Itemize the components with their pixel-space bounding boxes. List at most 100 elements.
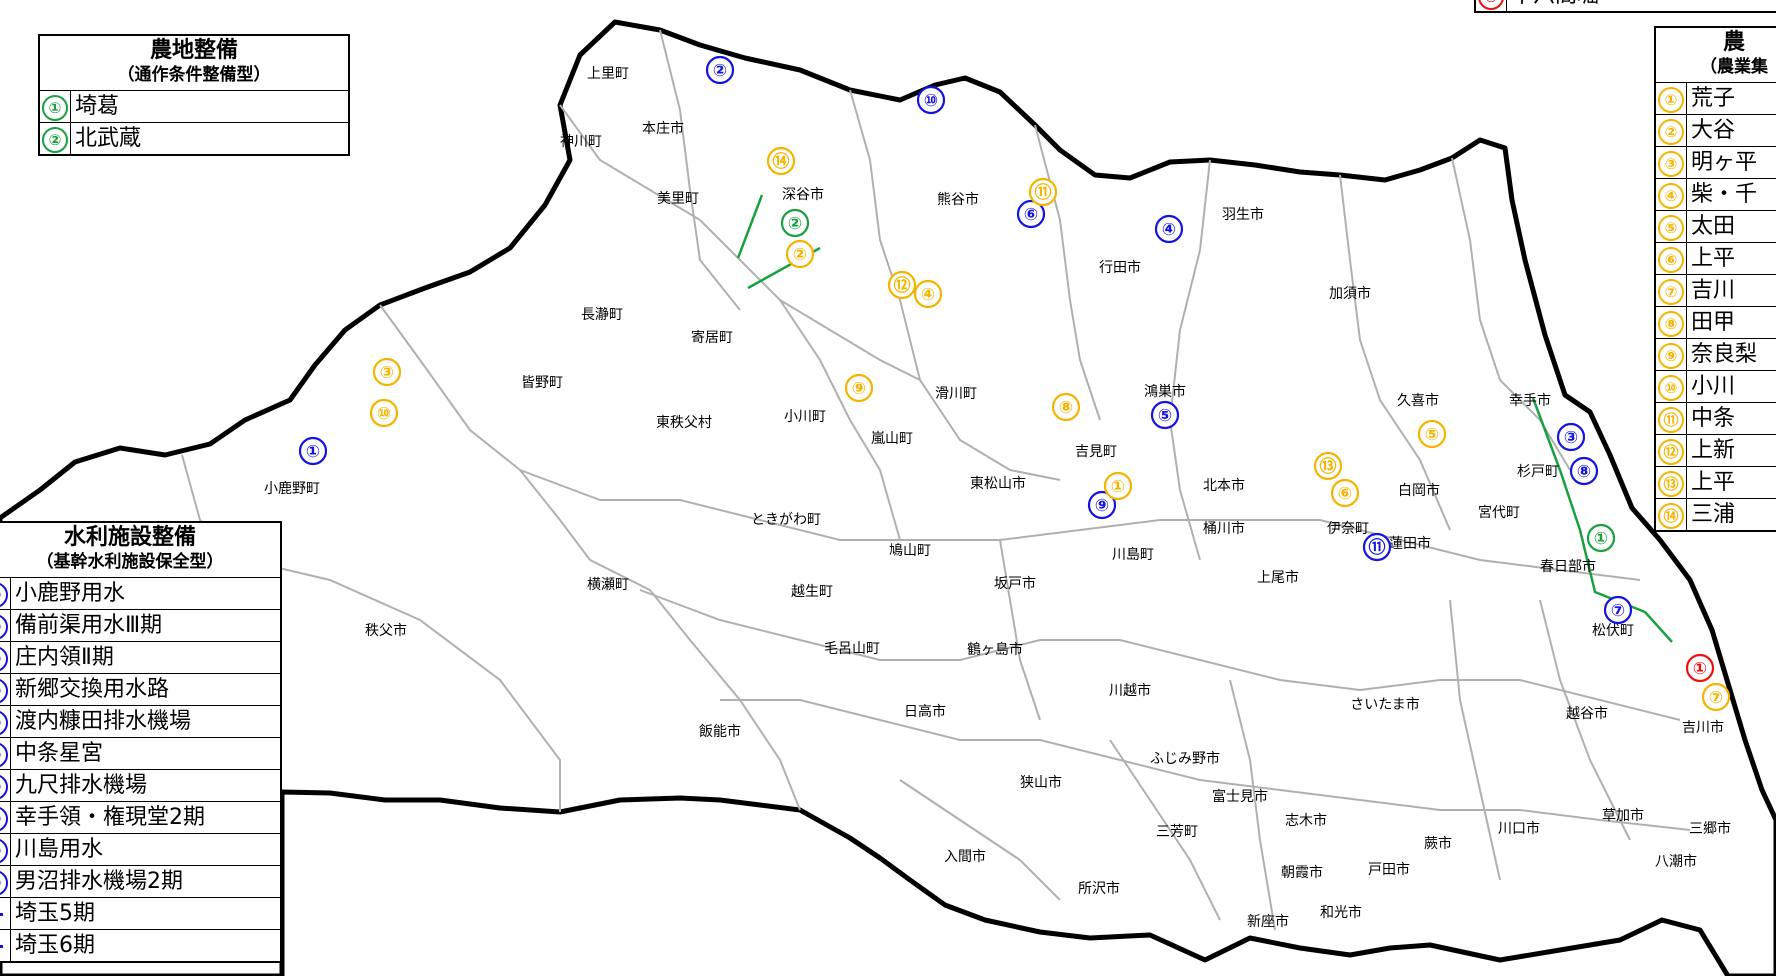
number-icon: ⑦ xyxy=(1658,279,1684,305)
blue-marker: ③ xyxy=(1556,422,1586,452)
municipality-label: 八潮市 xyxy=(1655,853,1697,870)
number-icon: ⑦ xyxy=(0,774,8,800)
number-icon: ⑨ xyxy=(1658,343,1684,369)
orange-marker-ring xyxy=(1103,471,1133,501)
municipality-label: 吉川市 xyxy=(1682,719,1724,736)
legend-name: 埼玉5期 xyxy=(10,897,282,930)
municipality-label: 北本市 xyxy=(1203,477,1245,494)
blue-marker-label: ⑦ xyxy=(1611,601,1625,621)
blue-marker-label: ① xyxy=(306,442,320,462)
red-marker: ① xyxy=(1685,653,1715,683)
legend-name: 荒子 xyxy=(1686,82,1776,115)
legend-name: 吉川 xyxy=(1686,274,1776,307)
legend-num-cell: ⑦ xyxy=(1654,274,1687,307)
number-icon: ⑪ xyxy=(1658,407,1684,433)
municipality-label: 桶川市 xyxy=(1203,520,1245,537)
blue-marker: ⑧ xyxy=(1569,456,1599,486)
municipality-label: 行田市 xyxy=(1099,259,1141,276)
municipality-label: 飯能市 xyxy=(699,723,741,740)
legend-water-header: 水利施設整備 （基幹水利施設保全型） xyxy=(0,521,282,578)
orange-marker: ⑨ xyxy=(844,373,874,403)
municipality-label: 神川町 xyxy=(560,134,602,150)
legend-num-cell: ⑨ xyxy=(1654,338,1687,371)
municipality-label: 和光市 xyxy=(1320,904,1362,921)
municipality-labels: 上里町本庄市神川町深谷市美里町熊谷市羽生市行田市加須市長瀞町寄居町皆野町滑川町鴻… xyxy=(264,66,1731,930)
legend-name: 柴・千 xyxy=(1686,178,1776,211)
municipality-label: 鶴ヶ島市 xyxy=(967,641,1023,658)
legend-name: 埼葛 xyxy=(70,90,350,123)
blue-marker: ⑪ xyxy=(1362,532,1392,562)
municipality-label: 志木市 xyxy=(1285,812,1327,829)
orange-marker-ring xyxy=(1330,478,1360,508)
blue-marker-label: ⑤ xyxy=(1158,406,1172,426)
legend-name: 埼玉6期 xyxy=(10,929,282,963)
municipality-label: 吉見町 xyxy=(1075,444,1117,460)
number-icon: ⑤ xyxy=(1658,215,1684,241)
legend-name: 男沼排水機場2期 xyxy=(10,865,282,898)
legend-name: 三浦 xyxy=(1686,498,1776,532)
municipality-label: 朝霞市 xyxy=(1281,864,1323,881)
legend-row: ⑩男沼排水機場2期 xyxy=(0,865,282,898)
number-icon: ② xyxy=(0,614,8,640)
blue-marker-ring xyxy=(1603,595,1633,625)
municipality-label: 東秩父村 xyxy=(656,415,712,431)
municipality-label: 美里町 xyxy=(657,191,699,207)
municipality-label: 坂戸市 xyxy=(994,575,1036,592)
legend-num-cell xyxy=(0,897,11,930)
line-key-icon xyxy=(0,944,3,948)
green-marker: ② xyxy=(780,208,810,238)
blue-marker-ring xyxy=(1016,199,1046,229)
legend-row: 埼玉6期 xyxy=(0,929,282,963)
number-icon: ⑫ xyxy=(1658,439,1684,465)
municipality-label: 松伏町 xyxy=(1592,623,1634,639)
legend-num-cell: ⑤ xyxy=(1654,210,1687,243)
orange-marker-label: ⑥ xyxy=(1338,484,1352,504)
orange-marker: ⑧ xyxy=(1051,392,1081,422)
legend-row: ④新郷交換用水路 xyxy=(0,673,282,706)
legend-row: ③庄内領Ⅱ期 xyxy=(0,641,282,674)
legend-name: 奈良梨 xyxy=(1686,338,1776,371)
municipality-label: 川越市 xyxy=(1109,682,1151,699)
orange-marker-label: ① xyxy=(1111,477,1125,497)
number-icon: ① xyxy=(42,95,68,121)
legend-water-rows: ①小鹿野用水②備前渠用水Ⅲ期③庄内領Ⅱ期④新郷交換用水路⑤渡内糠田排水機場⑥中条… xyxy=(0,577,282,963)
legend-agri-header: 農地整備 （通作条件整備型） xyxy=(38,34,350,91)
municipality-label: さいたま市 xyxy=(1350,696,1420,713)
legend-num-cell: ⑭ xyxy=(1654,498,1687,532)
legend-num-cell: ⑤ xyxy=(0,705,11,738)
number-icon: ② xyxy=(42,127,68,153)
municipality-label: 深谷市 xyxy=(782,186,824,203)
blue-marker: ④ xyxy=(1154,214,1184,244)
blue-marker-ring xyxy=(1087,490,1117,520)
legend-name: 大谷 xyxy=(1686,114,1776,147)
orange-marker: ⑫ xyxy=(887,270,917,300)
legend-water-title: 水利施設整備 xyxy=(63,525,196,550)
orange-marker-ring xyxy=(887,270,917,300)
number-icon: ⑤ xyxy=(0,710,8,736)
number-icon: ④ xyxy=(1658,183,1684,209)
municipality-label: 本庄市 xyxy=(642,120,684,137)
green-marker: ① xyxy=(1586,523,1616,553)
number-icon: ② xyxy=(1658,119,1684,145)
legend-num-cell: ⑬ xyxy=(1654,466,1687,499)
municipality-label: 春日部市 xyxy=(1540,558,1596,575)
number-icon: ① xyxy=(0,582,8,608)
blue-marker-ring xyxy=(1362,532,1392,562)
orange-marker-ring xyxy=(1313,451,1343,481)
orange-marker-label: ⑫ xyxy=(894,275,911,296)
municipality-label: 毛呂山町 xyxy=(824,641,880,657)
orange-marker-ring xyxy=(1701,682,1731,712)
blue-marker: ① xyxy=(298,436,328,466)
orange-marker-label: ⑩ xyxy=(377,404,391,424)
blue-marker-label: ⑩ xyxy=(924,91,938,111)
legend-row: 埼玉5期 xyxy=(0,897,282,930)
legend-name: 明ヶ平 xyxy=(1686,146,1776,179)
